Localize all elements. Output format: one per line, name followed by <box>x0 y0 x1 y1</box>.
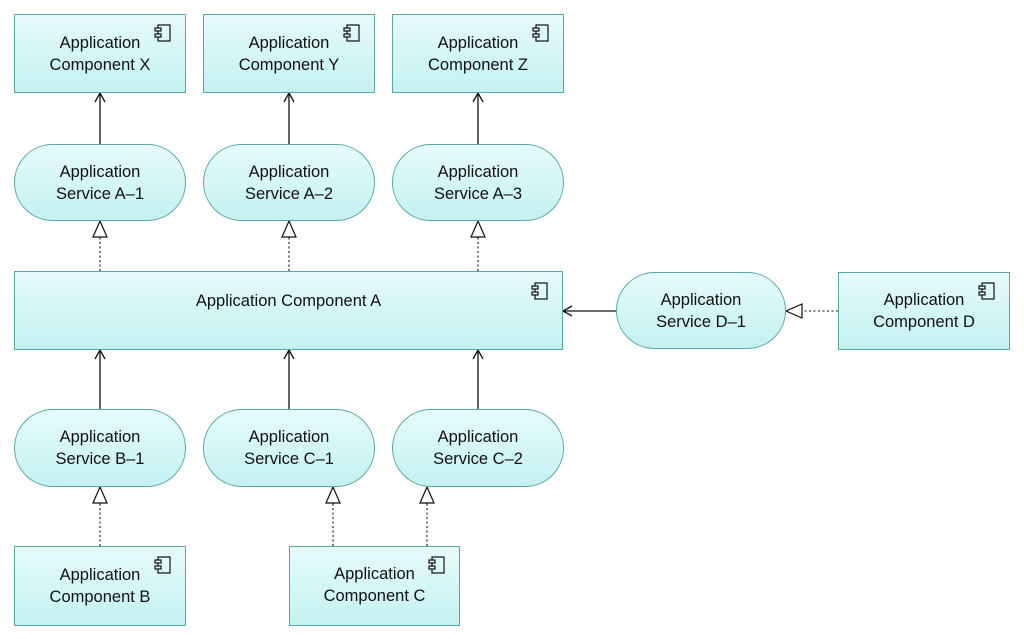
component-icon <box>531 282 548 300</box>
component-icon <box>154 24 171 42</box>
application-component-a[interactable]: Application Component A <box>14 271 563 350</box>
component-icon <box>154 556 171 574</box>
component-icon <box>532 24 549 42</box>
component-icon <box>428 556 445 574</box>
component-icon <box>343 24 360 42</box>
component-label: Application Component A <box>195 292 382 310</box>
component-icon <box>978 282 995 300</box>
